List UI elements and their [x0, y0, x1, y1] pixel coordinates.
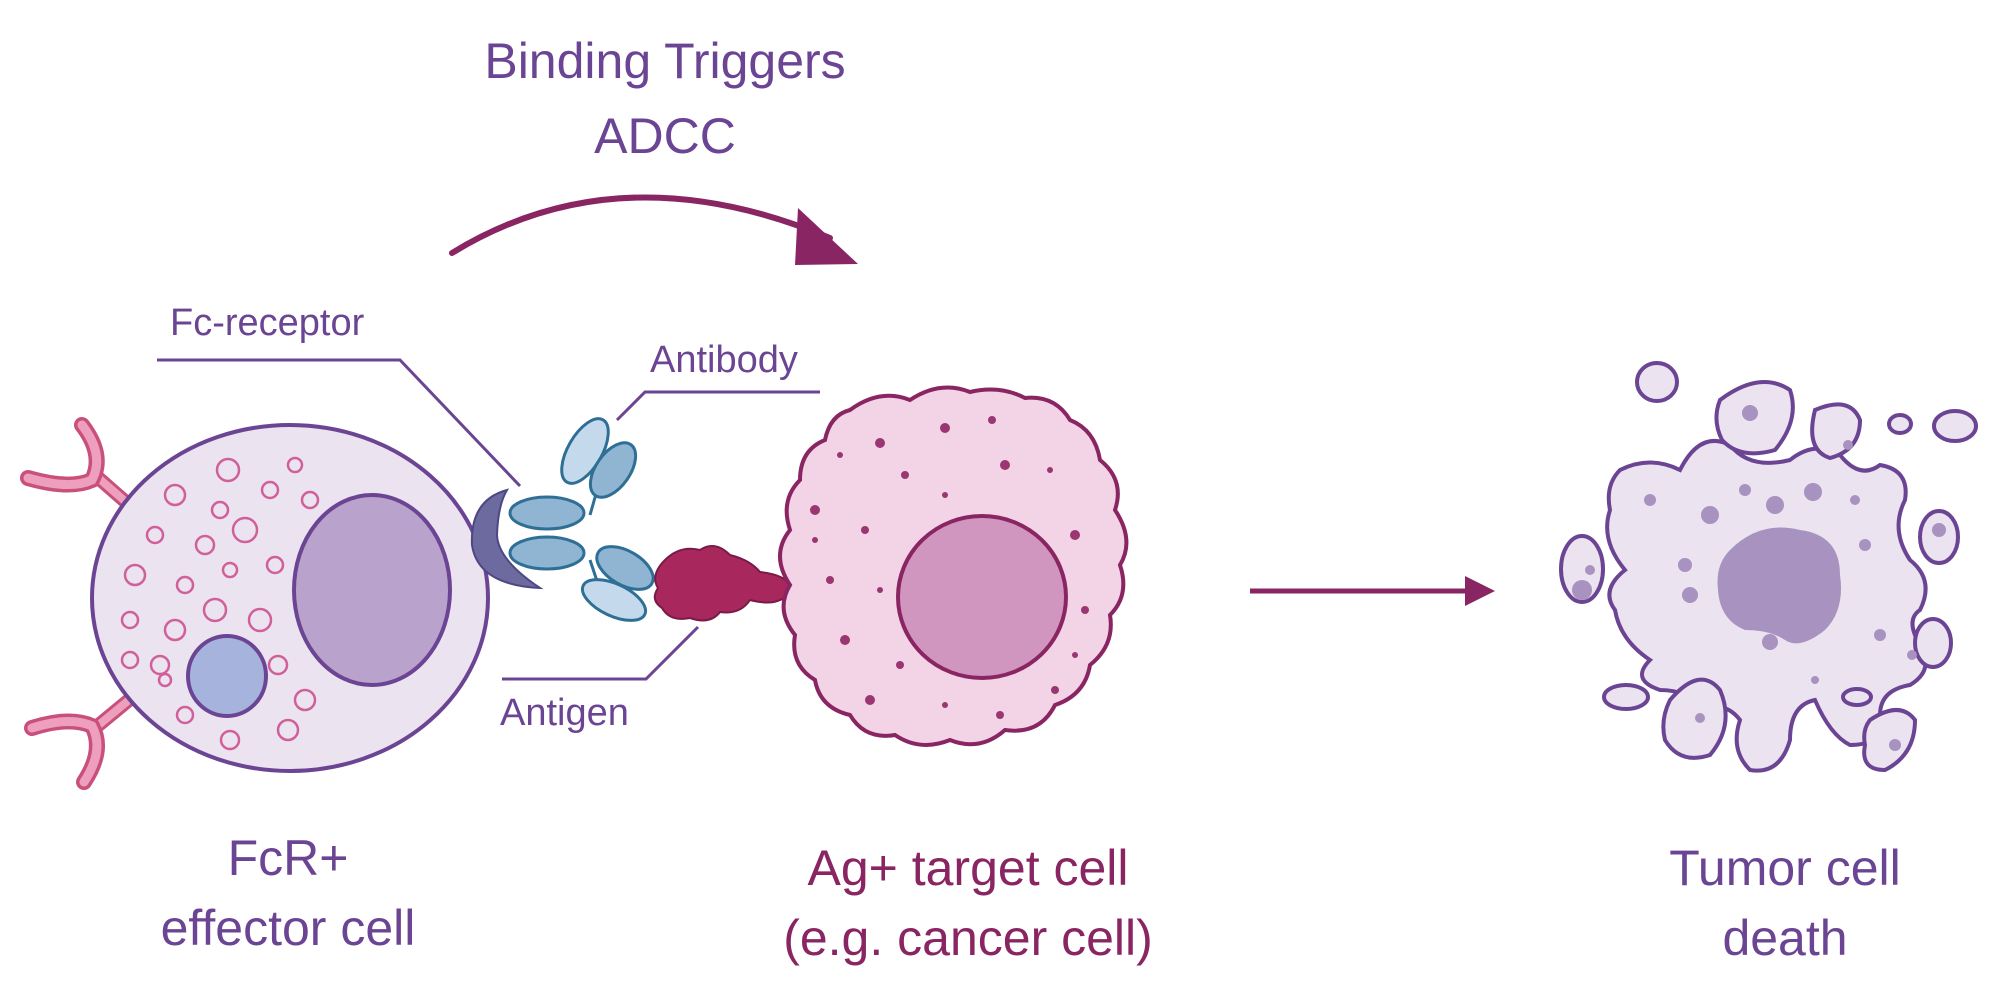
effector-small-nucleus — [186, 634, 268, 718]
target-cell — [778, 385, 1129, 747]
fc-receptor-crescent — [470, 488, 544, 590]
effector-granules — [120, 456, 320, 751]
target-dots — [810, 416, 1089, 719]
title-line-2: ADCC — [594, 108, 736, 164]
dying-cell-nucleus — [1717, 527, 1841, 644]
antibody-callout — [615, 390, 820, 422]
fc-receptor-callout — [157, 358, 522, 488]
antibody-label: Antibody — [650, 339, 798, 381]
progression-arrow — [1250, 576, 1495, 606]
antigen — [653, 545, 793, 622]
target-nucleus — [896, 514, 1068, 680]
target-caption-line-1: Ag+ target cell — [807, 840, 1128, 896]
fc-receptor-arm-bottom — [24, 688, 142, 790]
antigen-callout — [502, 625, 700, 681]
dying-tumor-cell — [1559, 361, 1978, 773]
effector-cell — [20, 417, 544, 790]
effector-caption-line-1: FcR+ — [228, 830, 349, 886]
effector-caption-line-2: effector cell — [161, 900, 416, 956]
title-line-1: Binding Triggers — [484, 33, 845, 89]
death-caption-line-2: death — [1722, 910, 1847, 966]
effector-nucleus — [292, 493, 452, 687]
antibody — [508, 417, 655, 622]
antigen-label: Antigen — [500, 692, 629, 734]
fc-receptor-arm-top — [20, 417, 142, 517]
death-caption-line-1: Tumor cell — [1669, 840, 1901, 896]
target-caption-line-2: (e.g. cancer cell) — [783, 910, 1153, 966]
dying-cell-dots — [1572, 405, 1946, 751]
fc-receptor-label: Fc-receptor — [170, 302, 365, 344]
callout-lines — [157, 358, 820, 681]
binding-curved-arrow — [449, 194, 858, 265]
